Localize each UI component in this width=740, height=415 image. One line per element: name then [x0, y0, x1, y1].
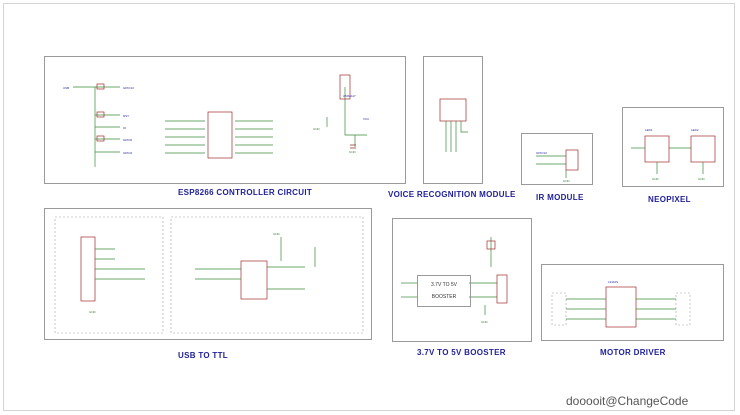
svg-text:LED1: LED1 [645, 128, 653, 132]
esp8266-title: ESP8266 CONTROLLER CIRCUIT [178, 188, 313, 197]
svg-text:L9110S: L9110S [608, 280, 618, 284]
usb-ttl-block: GND GND [44, 208, 372, 340]
svg-text:GPIO0: GPIO0 [123, 138, 133, 142]
svg-text:RST: RST [123, 114, 129, 118]
svg-text:GND: GND [273, 232, 281, 236]
usb-ttl-circuit: GND GND [54, 216, 364, 334]
svg-text:GND: GND [563, 179, 571, 183]
svg-text:USB: USB [63, 86, 69, 90]
svg-text:IO: IO [123, 126, 127, 130]
motor-title: MOTOR DRIVER [600, 348, 666, 357]
svg-text:GND: GND [349, 150, 357, 154]
svg-text:GND: GND [89, 310, 97, 314]
booster-module-bottom-label: BOOSTER [431, 294, 457, 300]
neopixel-block: LED1 LED2 GND GND [622, 107, 724, 187]
svg-text:GPIO13: GPIO13 [123, 86, 134, 90]
booster-title: 3.7V TO 5V BOOSTER [417, 348, 506, 357]
svg-text:GND: GND [481, 320, 489, 324]
svg-text:AMS1117: AMS1117 [343, 94, 356, 98]
neopixel-title: NEOPIXEL [648, 195, 691, 204]
sheet-border [3, 3, 735, 411]
booster-block: 3.7V TO 5V BOOSTER GND [392, 218, 532, 342]
booster-module: 3.7V TO 5V BOOSTER [417, 275, 471, 307]
usb-ttl-title: USB TO TTL [178, 351, 228, 360]
watermark: dooooit@ChangeCode [566, 394, 689, 408]
svg-text:LED2: LED2 [691, 128, 699, 132]
neopixel-circuit: LED1 LED2 GND GND [631, 128, 716, 181]
motor-block: L9110S [541, 264, 724, 341]
booster-circuit: GND [401, 237, 508, 324]
ir-title: IR MODULE [536, 193, 584, 202]
ir-circuit: GPIO13 GND [536, 149, 579, 183]
svg-text:VCC: VCC [363, 117, 370, 121]
svg-text:GPIO2: GPIO2 [123, 151, 133, 155]
voice-block [423, 56, 483, 184]
booster-module-top-label: 3.7V TO 5V [431, 282, 457, 288]
svg-text:GND: GND [652, 177, 660, 181]
ir-block: GPIO13 GND [521, 133, 593, 185]
motor-circuit: L9110S [551, 280, 691, 328]
svg-text:GPIO13: GPIO13 [536, 151, 547, 155]
voice-circuit [439, 98, 468, 152]
voice-title: VOICE RECOGNITION MODULE [388, 190, 516, 199]
svg-text:GND: GND [313, 127, 321, 131]
svg-text:GND: GND [698, 177, 706, 181]
